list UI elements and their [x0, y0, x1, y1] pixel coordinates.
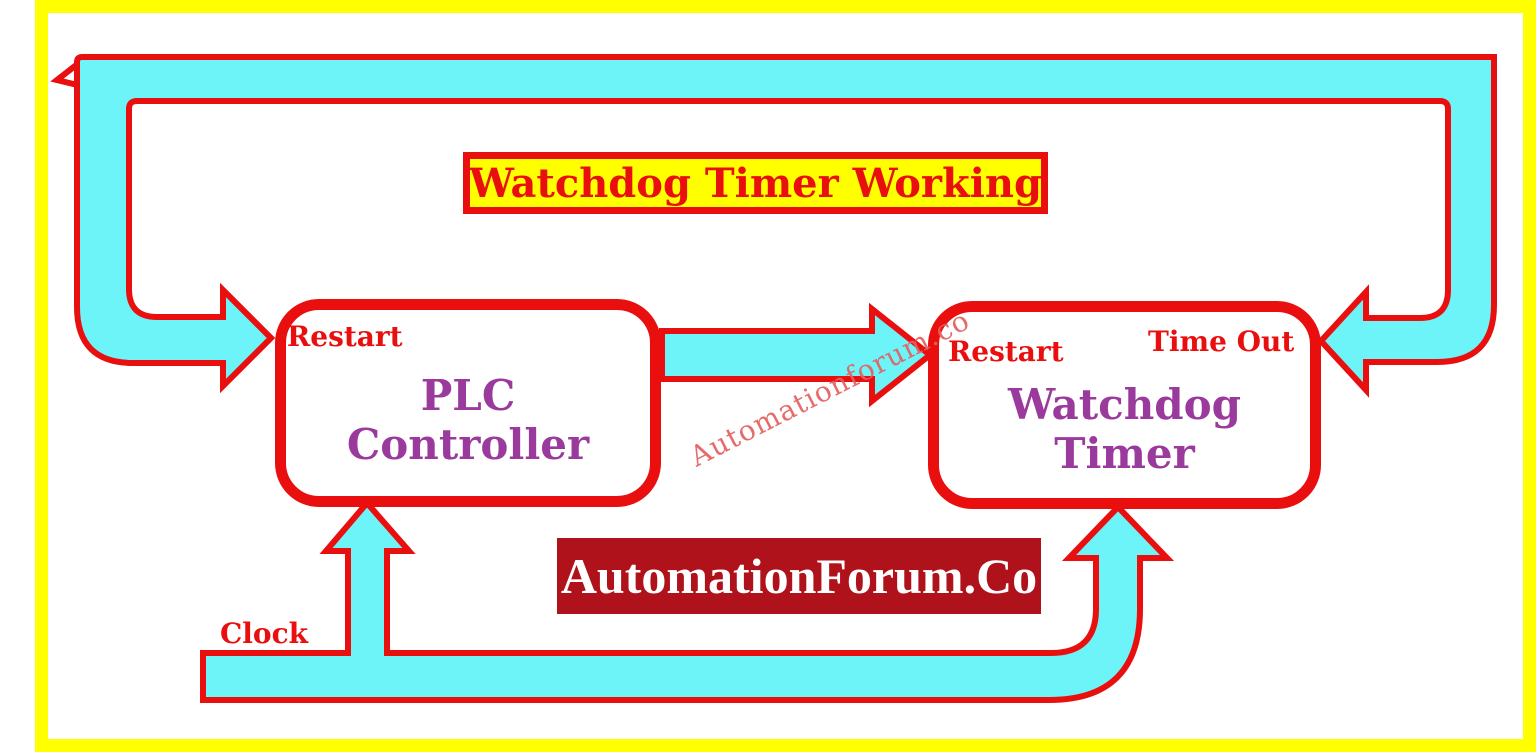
plc-to-watchdog-arrow	[659, 302, 935, 408]
plc-controller-block	[275, 299, 661, 507]
logo-banner: AutomationForum.Co	[557, 538, 1041, 614]
plc-restart-port-label: Restart	[287, 320, 403, 353]
watchdog-timeout-port-label: Time Out	[1148, 325, 1295, 358]
watchdog-title-line1: Watchdog	[1008, 380, 1241, 429]
plc-title-line2: Controller	[346, 420, 590, 469]
diagram-title: Watchdog Timer Working	[469, 159, 1042, 207]
watchdog-timer-title: Watchdog Timer	[928, 380, 1321, 478]
watchdog-restart-port-label: Restart	[948, 335, 1064, 368]
watchdog-timer-block	[928, 301, 1321, 509]
plc-title-line1: PLC	[420, 371, 516, 420]
clock-signal-label: Clock	[220, 617, 309, 650]
timeout-restart-loop-arrow	[74, 54, 1497, 398]
plc-controller-title: PLC Controller	[275, 371, 661, 469]
clock-signal-arrow	[200, 498, 1175, 703]
diagram-title-box: Watchdog Timer Working	[463, 152, 1048, 214]
logo-text: AutomationForum.Co	[560, 548, 1038, 604]
watchdog-title-line2: Timer	[1054, 429, 1195, 478]
